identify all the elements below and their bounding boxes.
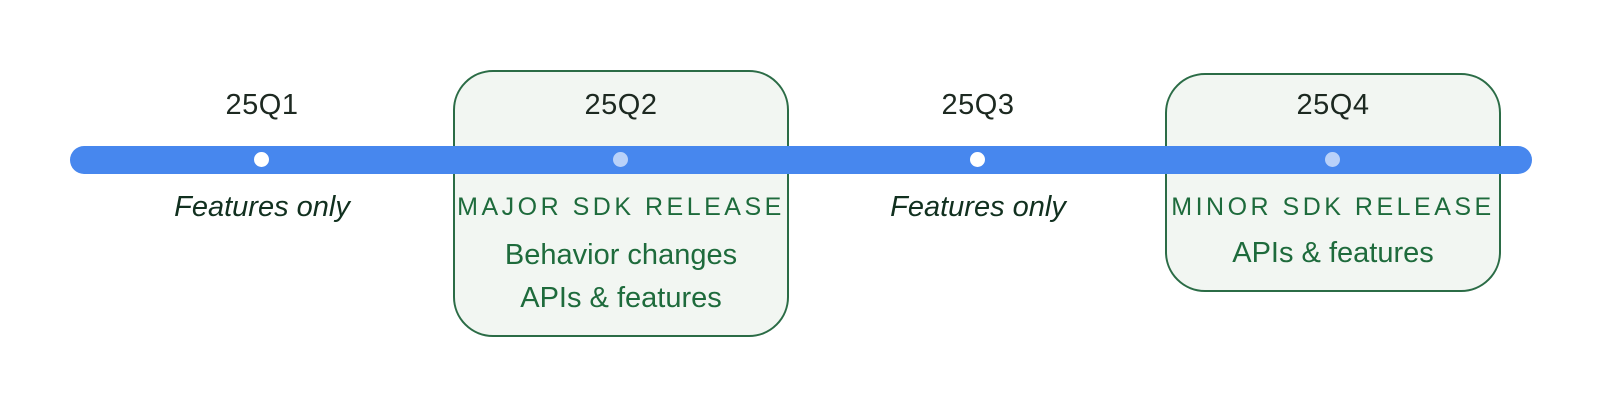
timeline-dot-25q4 [1325, 152, 1340, 167]
minor-release-line-apis-features: APIs & features [1232, 237, 1434, 269]
timeline-bar [70, 146, 1532, 174]
quarter-label-25q4: 25Q4 [1296, 89, 1370, 121]
quarter-group-25q1: 25Q1 Features only [94, 0, 430, 409]
quarter-group-25q2: 25Q2 MAJOR SDK RELEASE Behavior changes … [453, 0, 789, 409]
major-release-box [453, 70, 789, 337]
features-only-note-25q3: Features only [890, 191, 1066, 223]
major-release-line-apis-features: APIs & features [520, 282, 722, 314]
major-release-heading: MAJOR SDK RELEASE [457, 193, 785, 221]
quarter-label-25q2: 25Q2 [584, 89, 658, 121]
quarter-label-25q1: 25Q1 [225, 89, 299, 121]
minor-release-heading: MINOR SDK RELEASE [1171, 193, 1495, 221]
timeline-dot-25q2 [613, 152, 628, 167]
timeline-dot-25q3 [970, 152, 985, 167]
minor-release-box [1165, 73, 1501, 292]
features-only-note-25q1: Features only [174, 191, 350, 223]
major-release-line-behavior-changes: Behavior changes [504, 239, 738, 271]
quarter-group-25q3: 25Q3 Features only [810, 0, 1146, 409]
quarter-group-25q4: 25Q4 MINOR SDK RELEASE APIs & features [1165, 0, 1501, 409]
quarter-label-25q3: 25Q3 [941, 89, 1015, 121]
timeline-dot-25q1 [254, 152, 269, 167]
